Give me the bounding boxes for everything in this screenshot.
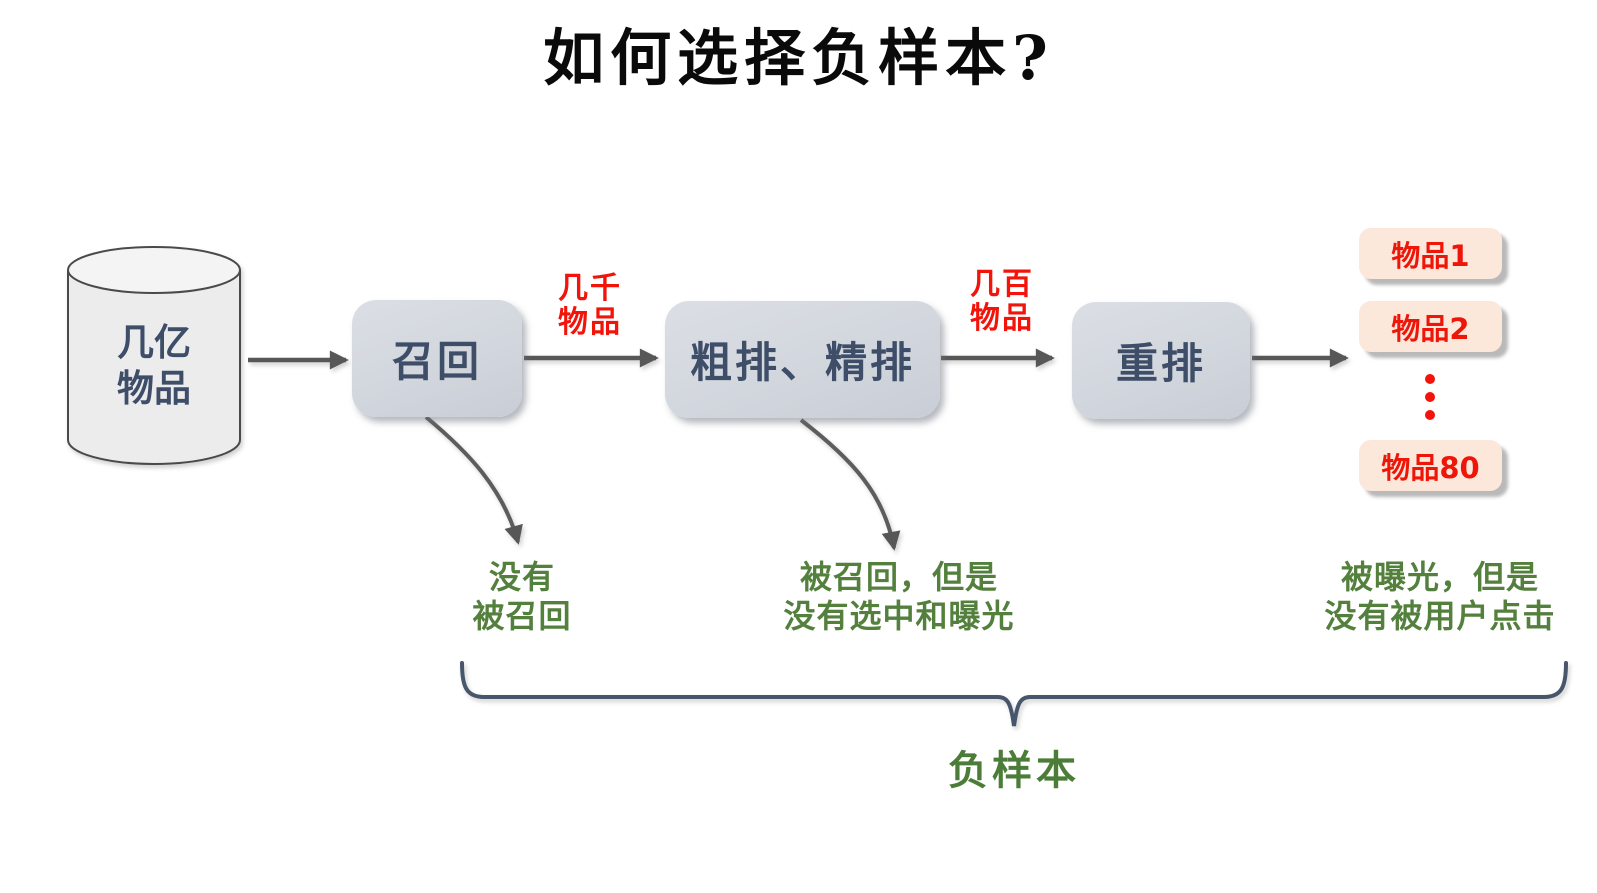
note-not-recalled: 没有 被召回 (402, 558, 642, 636)
negative-samples-brace (460, 661, 1568, 727)
source-label: 几亿 物品 (68, 320, 240, 412)
output-item-2-label: 物品2 (1391, 311, 1470, 346)
note-recalled-not-exposed: 被召回，但是 没有选中和曝光 (740, 558, 1058, 636)
stage-rerank-label: 重排 (1115, 339, 1206, 388)
output-item-80-label: 物品80 (1381, 450, 1480, 485)
note-not-recalled-line1: 没有 (488, 558, 555, 596)
source-label-line2: 物品 (117, 367, 191, 410)
stage-coarse-fine-rank: 粗排、精排 (665, 301, 940, 418)
note-exposed-not-clicked-line1: 被曝光，但是 (1340, 558, 1539, 596)
ellipsis-dot (1425, 392, 1435, 402)
note-recalled-not-exposed-line2: 没有选中和曝光 (783, 597, 1015, 635)
negative-samples-label: 负样本 (948, 748, 1080, 794)
ellipsis-dot (1425, 374, 1435, 384)
edge-label-hundreds-line1: 几百 (970, 267, 1034, 302)
edge-label-hundreds-line2: 物品 (970, 301, 1034, 336)
edge-label-hundreds: 几百 物品 (932, 268, 1072, 336)
stage-rank-label: 粗排、精排 (689, 338, 915, 387)
curved-arrow-recall-dropout (424, 415, 523, 545)
note-recalled-not-exposed-line1: 被召回，但是 (799, 558, 998, 596)
output-item-1: 物品1 (1359, 228, 1502, 279)
note-exposed-not-clicked-line2: 没有被用户点击 (1324, 597, 1556, 635)
source-label-line1: 几亿 (117, 321, 191, 364)
output-item-80: 物品80 (1359, 440, 1502, 491)
note-exposed-not-clicked: 被曝光，但是 没有被用户点击 (1270, 558, 1597, 636)
database-cylinder-icon (67, 246, 241, 465)
output-item-1-label: 物品1 (1391, 238, 1470, 273)
note-not-recalled-line2: 被召回 (472, 597, 572, 635)
edge-label-thousands-line1: 几千 (558, 271, 622, 306)
edge-label-thousands: 几千 物品 (520, 272, 660, 340)
curved-arrow-rank-dropout (799, 418, 901, 551)
ellipsis-dot (1425, 410, 1435, 420)
vertical-ellipsis-icon (1425, 374, 1435, 420)
page-title: 如何选择负样本? (543, 23, 1054, 94)
output-item-2: 物品2 (1359, 301, 1502, 352)
stage-rerank: 重排 (1072, 302, 1250, 419)
stage-recall: 召回 (352, 300, 522, 417)
stage-recall-label: 召回 (391, 337, 482, 386)
edge-label-thousands-line2: 物品 (558, 305, 622, 340)
